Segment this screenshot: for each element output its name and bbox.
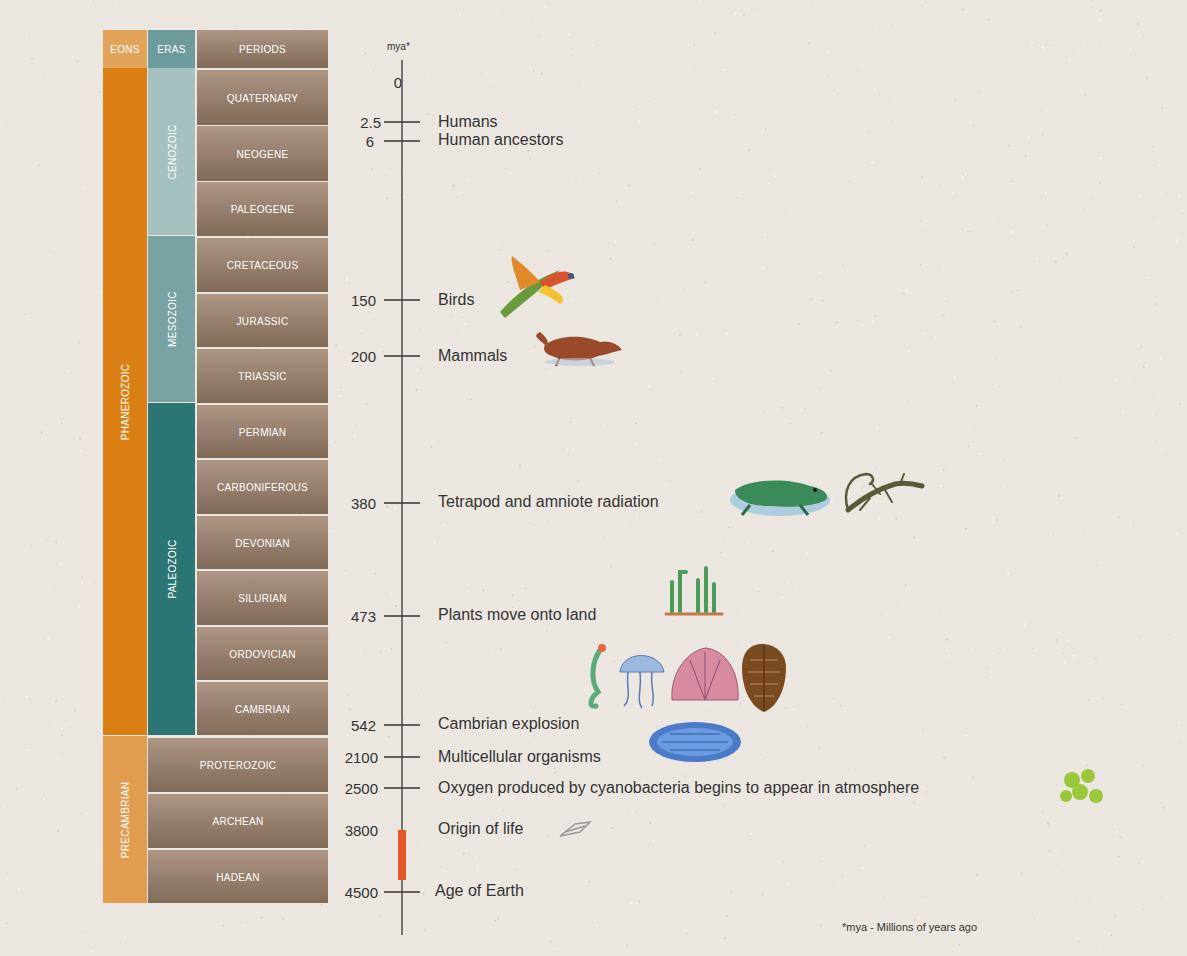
origin-of-life-illustration	[560, 822, 590, 836]
event-label: Multicellular organisms	[438, 748, 601, 766]
band-label: TRIASSIC	[238, 371, 287, 382]
band-label: PERMIAN	[239, 426, 287, 437]
period-box: ORDOVICIAN	[197, 627, 328, 680]
band-label: CAMBRIAN	[235, 703, 290, 714]
event-label: Cambrian explosion	[438, 715, 579, 733]
band-label: QUATERNARY	[227, 92, 299, 103]
amphibian-illustration	[730, 480, 830, 516]
axis-ticks	[384, 122, 420, 892]
time-band: PHANEROZOIC	[103, 68, 147, 735]
event-label: Origin of life	[438, 820, 523, 838]
event-label: Plants move onto land	[438, 606, 596, 624]
axis-value: 200	[351, 348, 376, 365]
axis-value: 2500	[345, 780, 378, 797]
period-box: PERIODS	[197, 30, 328, 68]
axis-value: 0	[394, 74, 402, 91]
event-label: Age of Earth	[435, 882, 524, 900]
period-box: HADEAN	[148, 850, 328, 903]
band-label: PERIODS	[239, 44, 286, 55]
axis-value: 473	[351, 608, 376, 625]
period-box: QUATERNARY	[197, 70, 328, 125]
axis-value: 2.5	[360, 114, 381, 131]
period-box: DEVONIAN	[197, 516, 328, 569]
axis-value: 3800	[345, 822, 378, 839]
period-box: PERMIAN	[197, 405, 328, 458]
event-label: Oxygen produced by cyanobacteria begins …	[438, 779, 919, 797]
period-box: TRIASSIC	[197, 349, 328, 403]
time-band: PRECAMBRIAN	[103, 736, 147, 903]
event-label: Humans	[438, 113, 498, 131]
band-label: PALEOZOIC	[166, 539, 177, 598]
time-band: PALEOZOIC	[148, 403, 195, 735]
period-box: CARBONIFEROUS	[197, 460, 328, 514]
cyanobacteria-illustration	[1060, 769, 1103, 803]
band-label: MESOZOIC	[166, 291, 177, 347]
band-label: CARBONIFEROUS	[217, 482, 308, 493]
band-label: ERAS	[157, 44, 185, 55]
band-label: CENOZOIC	[166, 124, 177, 179]
band-label: JURASSIC	[237, 315, 289, 326]
period-box: CRETACEOUS	[197, 238, 328, 292]
axis-value: 150	[351, 292, 376, 309]
time-band: MESOZOIC	[148, 236, 195, 402]
origin-range-bar	[398, 830, 406, 880]
land-plant-illustration	[666, 568, 722, 614]
band-label: CRETACEOUS	[227, 260, 299, 271]
period-box: JURASSIC	[197, 294, 328, 347]
time-band: CENOZOIC	[148, 68, 195, 235]
axis-value: 4500	[345, 884, 378, 901]
period-box: NEOGENE	[197, 126, 328, 181]
event-label: Birds	[438, 291, 474, 309]
lizard-illustration	[846, 474, 922, 510]
bird-illustration	[500, 256, 575, 318]
band-label: SILURIAN	[238, 593, 287, 604]
band-label: PROTEROZOIC	[200, 760, 277, 771]
multicellular-organism-illustration	[649, 722, 741, 762]
band-label: EONS	[110, 44, 140, 55]
axis-value: 380	[351, 495, 376, 512]
band-label: HADEAN	[216, 871, 259, 882]
band-label: ORDOVICIAN	[229, 648, 295, 659]
event-label: Human ancestors	[438, 131, 563, 149]
period-box: EONS	[103, 30, 147, 68]
event-label: *mya - Millions of years ago	[842, 921, 977, 933]
event-label: Tetrapod and amniote radiation	[438, 493, 659, 511]
period-box: ARCHEAN	[148, 794, 328, 848]
axis-value: 542	[351, 717, 376, 734]
period-box: PALEOGENE	[197, 182, 328, 236]
band-label: PALEOGENE	[231, 204, 295, 215]
axis-value: 6	[366, 133, 374, 150]
band-label: ARCHEAN	[213, 816, 264, 827]
band-label: NEOGENE	[236, 148, 288, 159]
event-label: mya*	[387, 41, 410, 52]
band-label: PHANEROZOIC	[120, 363, 131, 440]
cambrian-creatures-illustration	[591, 644, 786, 712]
period-box: ERAS	[148, 30, 195, 68]
time-axis	[401, 60, 402, 935]
band-label: PRECAMBRIAN	[120, 781, 131, 858]
band-label: DEVONIAN	[235, 537, 290, 548]
period-box: PROTEROZOIC	[148, 738, 328, 792]
axis-value: 2100	[345, 749, 378, 766]
period-box: CAMBRIAN	[197, 682, 328, 735]
event-label: Mammals	[438, 347, 507, 365]
mammal-illustration	[536, 332, 622, 366]
period-box: SILURIAN	[197, 571, 328, 625]
